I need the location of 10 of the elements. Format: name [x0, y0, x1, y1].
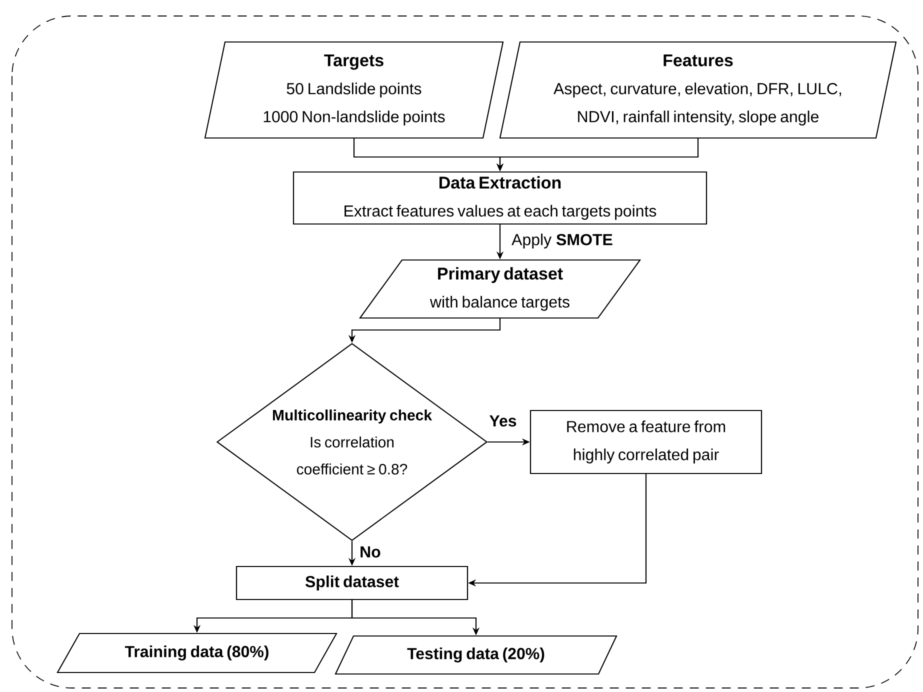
edge-label: No	[358, 545, 382, 559]
edge-label: Yes	[488, 414, 518, 428]
process-box: Data Extraction Extract features values at each targets points	[292, 171, 708, 225]
process-box: Split dataset	[236, 566, 468, 600]
edge-label: Apply SMOTE	[510, 232, 614, 250]
data-parallelogram: Features Aspect, curvature, elevation, DFR, LULC, NDVI, rainfall intensity, slope angle	[499, 41, 897, 139]
data-parallelogram: Targets 50 Landslide points 1000 Non-landslide points	[204, 41, 504, 139]
process-box: Remove a feature from highly correlated pair	[530, 410, 762, 474]
data-parallelogram: Testing data (20%)	[334, 635, 618, 675]
data-parallelogram: Training data (80%)	[56, 632, 338, 674]
